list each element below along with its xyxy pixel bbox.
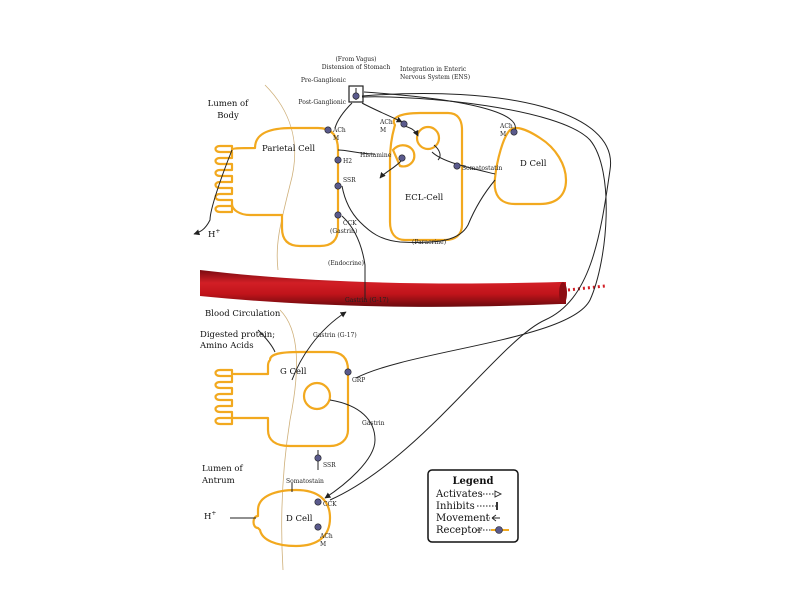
d-cell-bottom (252, 488, 332, 548)
ecl-granule (415, 125, 441, 151)
gastrin-blood-label: Gastrin (G-17) (345, 297, 389, 304)
parietal-cell (214, 126, 340, 248)
digested-protein-label-1: Digested protein; (200, 330, 275, 340)
d-cell-top (493, 127, 568, 206)
blood-circulation-label: Blood Circulation (205, 309, 281, 319)
lumen-of-antrum-label-1: Lumen of (202, 464, 244, 474)
histamine-receptor-ecl (398, 154, 406, 162)
gastrin-g17-label: Gastrin (G-17) (313, 332, 357, 339)
pathways (193, 88, 611, 519)
m3-dcell-label: M (500, 131, 506, 138)
somatostatin-top-label: Somatostatin (462, 165, 502, 172)
cck2-receptor-antrum (314, 498, 322, 506)
gastrin-antrum-label: Gastrin (362, 420, 385, 427)
ach-ecl-label: ACh (379, 119, 393, 126)
parietal-cell-label: Parietal Cell (262, 144, 315, 154)
ach-parietal-label: ACh (332, 127, 346, 134)
ganglion (348, 85, 364, 103)
legend-item-activates: Activates (435, 489, 483, 500)
digested-protein-label-2: Amino Acids (199, 341, 254, 351)
blood-vessel (200, 270, 606, 307)
legend-item-inhibits: Inhibits (436, 501, 475, 512)
g-cell-granule (302, 381, 332, 411)
grp-label: GRP (352, 377, 365, 384)
cck-antrum-label: CCK (323, 501, 337, 508)
lumen-of-body-label-1: Lumen of (208, 99, 250, 109)
integration-label-1: Integration in Enteric (400, 66, 467, 73)
background-boundary-top (264, 84, 296, 271)
grp-receptor (344, 368, 352, 376)
lumen-of-antrum-label-2: Antrum (201, 476, 235, 486)
integration-label-2: Nervous System (ENS) (400, 74, 470, 81)
m3-parietal-label: M (333, 135, 339, 142)
m3-bottom-label: M (320, 541, 326, 548)
ach-bottom-label: ACh (319, 533, 333, 540)
h2-receptor (334, 156, 342, 164)
ach-dcell-label: ACh (499, 123, 513, 130)
ssr-parietal-label: SSR (343, 177, 356, 184)
h-plus-top-label: H+ (208, 228, 220, 240)
legend-box (427, 469, 519, 543)
d-cell-bottom-label: D Cell (286, 514, 313, 524)
cck-parietal-label: CCK (343, 220, 357, 227)
legend-item-movement: Movement (436, 513, 490, 524)
background-boundary-bottom (279, 309, 297, 571)
ganglion-receptor (352, 92, 360, 100)
ecl-cell-label: ECL-Cell (405, 193, 443, 203)
activates-symbol (494, 490, 503, 498)
ssr-receptor-parietal (334, 182, 342, 190)
receptors (314, 92, 518, 531)
movement-symbol (491, 514, 500, 522)
d-cell-top-label: D Cell (520, 159, 547, 169)
gastrin-paren-label: (Gastrin) (330, 228, 357, 235)
legend: Legend Activates Inhibits Movement Recep… (427, 469, 519, 543)
post-ganglionic-label: Post-Ganglionic (298, 99, 346, 106)
ecl-cell (388, 111, 464, 242)
h-plus-bottom-label: H+ (204, 510, 216, 522)
ach-m3-receptor-dcell (510, 128, 518, 136)
somatostain-label: Somatostain (286, 478, 324, 485)
ssr-receptor-antrum (314, 454, 322, 462)
pre-ganglionic-label: Pre-Ganglionic (301, 77, 347, 84)
g-cell-label: G Cell (280, 367, 307, 377)
paracrine-label: (Paracrine) (412, 239, 446, 246)
somatostatin-receptor-ecl (453, 162, 461, 170)
h2-label: H2 (343, 158, 352, 165)
ach-m3-receptor-bottom (314, 523, 322, 531)
lumen-of-body-label-2: Body (217, 111, 239, 121)
receptor-symbol (495, 526, 503, 534)
endocrine-label: (Endocrine) (328, 260, 364, 267)
legend-title: Legend (452, 476, 493, 487)
ssr-antrum-label: SSR (323, 462, 336, 469)
cck2-receptor-parietal (334, 211, 342, 219)
m3-ecl-label: M (380, 127, 386, 134)
legend-item-receptor: Receptor (436, 525, 482, 536)
ach-m3-receptor-parietal (324, 126, 332, 134)
ach-m3-receptor-ecl (400, 120, 408, 128)
from-vagus-label: (From Vagus) (335, 56, 376, 63)
blood-vessel-continuation (567, 284, 606, 292)
distension-label: Distension of Stomach (322, 64, 391, 71)
histamine-label: Histamine (360, 152, 392, 159)
